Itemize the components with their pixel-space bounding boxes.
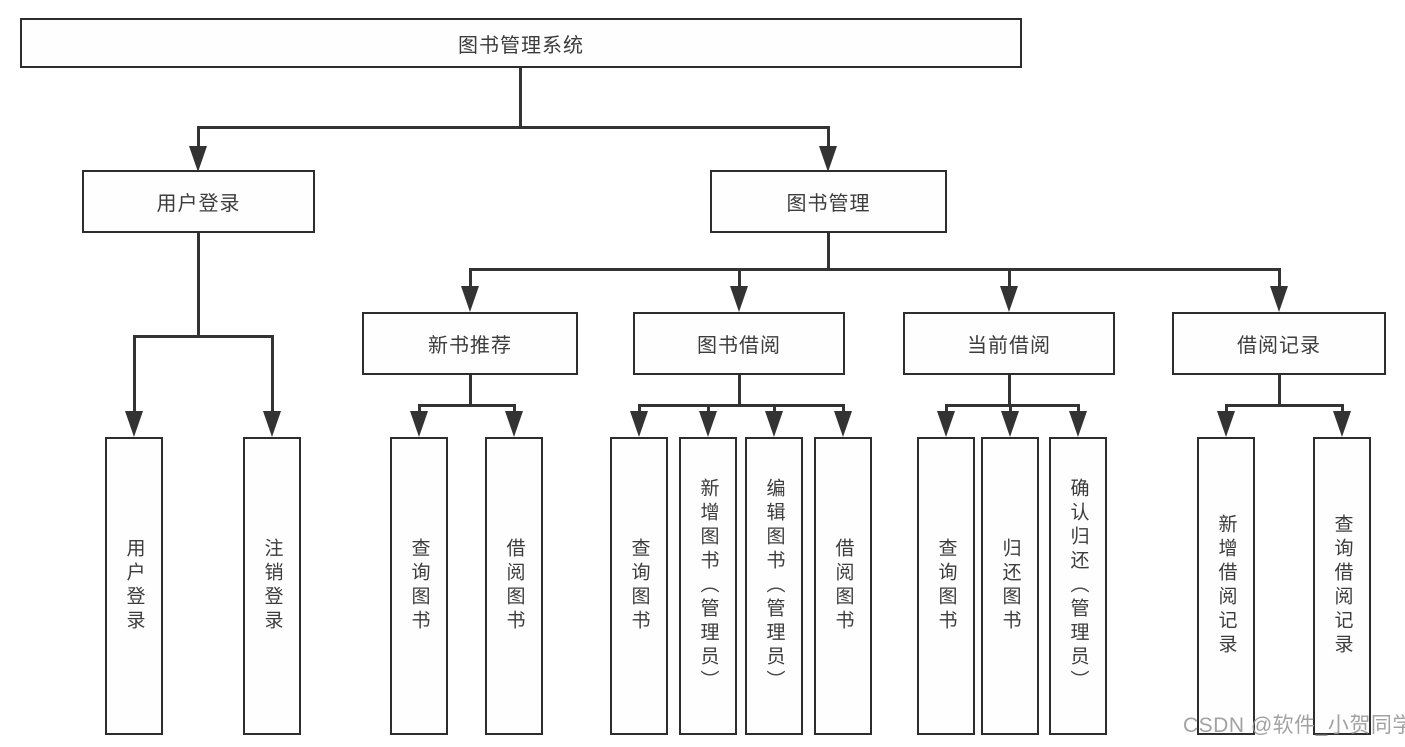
leaf-newbook-borrow: 借阅图书 — [485, 437, 543, 735]
leaf-records-add: 新增借阅记录 — [1197, 437, 1255, 735]
connector-line — [418, 404, 421, 412]
arrow-head — [505, 411, 523, 437]
connector-line — [638, 404, 641, 412]
arrow-head — [1001, 411, 1019, 437]
node-book-management: 图书管理 — [710, 170, 947, 233]
leaf-newbook-query: 查询图书 — [390, 437, 448, 735]
arrow-head — [263, 411, 281, 437]
connector-line — [707, 404, 710, 412]
arrow-head — [699, 411, 717, 437]
arrow-head — [630, 411, 648, 437]
connector-line — [418, 404, 516, 407]
node-root: 图书管理系统 — [20, 18, 1022, 68]
leaf-borrow-borrow-label: 借阅图书 — [832, 538, 854, 634]
arrow-head — [765, 411, 783, 437]
connector-line — [773, 404, 776, 412]
csdn-watermark: CSDN @软件_小贺同学 — [1183, 714, 1405, 737]
arrow-head — [125, 411, 143, 437]
connector-line — [945, 404, 948, 412]
arrow-head — [189, 146, 207, 172]
leaf-borrow-query: 查询图书 — [610, 437, 668, 735]
node-current-borrow-label: 当前借阅 — [967, 335, 1051, 357]
arrow-head — [1069, 411, 1087, 437]
connector-line — [1278, 375, 1281, 407]
connector-line — [1278, 268, 1281, 288]
leaf-current-confirm-return-admin: 确认归还（管理员） — [1049, 437, 1107, 735]
leaf-newbook-borrow-label: 借阅图书 — [503, 538, 525, 634]
connector-line — [1225, 404, 1228, 412]
node-user-login: 用户登录 — [82, 170, 315, 233]
leaf-current-query: 查询图书 — [917, 437, 975, 735]
connector-line — [197, 126, 200, 148]
leaf-records-query: 查询借阅记录 — [1313, 437, 1371, 735]
connector-line — [133, 335, 274, 338]
node-book-borrow: 图书借阅 — [633, 312, 845, 375]
arrow-head — [834, 411, 852, 437]
connector-line — [271, 335, 274, 411]
arrow-head — [1000, 286, 1018, 312]
connector-line — [197, 233, 200, 337]
node-book-borrow-label: 图书借阅 — [697, 335, 781, 357]
arrow-head — [730, 286, 748, 312]
node-current-borrow: 当前借阅 — [903, 312, 1115, 375]
arrow-head — [1333, 411, 1351, 437]
connector-line — [842, 404, 845, 412]
arrow-head — [1270, 286, 1288, 312]
connector-line — [197, 126, 830, 129]
node-borrow-records: 借阅记录 — [1172, 312, 1386, 375]
connector-line — [827, 126, 830, 148]
connector-line — [738, 268, 741, 288]
node-root-label: 图书管理系统 — [458, 34, 584, 57]
leaf-current-query-label: 查询图书 — [935, 538, 957, 634]
node-book-management-label: 图书管理 — [786, 193, 871, 215]
node-new-book-recommend-label: 新书推荐 — [428, 335, 512, 357]
connector-line — [469, 268, 472, 288]
connector-line — [945, 404, 1079, 407]
connector-line — [827, 233, 830, 271]
connector-line — [738, 375, 741, 407]
leaf-current-return-label: 归还图书 — [999, 538, 1021, 634]
node-new-book-recommend: 新书推荐 — [362, 312, 578, 375]
connector-line — [638, 404, 845, 407]
connector-line — [133, 335, 136, 411]
node-borrow-records-label: 借阅记录 — [1237, 335, 1321, 357]
connector-line — [1009, 404, 1012, 412]
node-user-login-label: 用户登录 — [156, 193, 241, 215]
leaf-user-login: 用户登录 — [105, 437, 163, 735]
leaf-user-login-label: 用户登录 — [123, 538, 145, 634]
connector-line — [469, 268, 1281, 271]
arrow-head — [461, 286, 479, 312]
connector-line — [469, 375, 472, 407]
leaf-borrow-add-admin-label: 新增图书（管理员） — [697, 478, 719, 694]
leaf-borrow-edit-admin: 编辑图书（管理员） — [745, 437, 803, 735]
leaf-borrow-edit-admin-label: 编辑图书（管理员） — [763, 478, 785, 694]
connector-line — [1008, 268, 1011, 288]
leaf-logout: 注销登录 — [243, 437, 301, 735]
arrow-head — [819, 146, 837, 172]
leaf-borrow-query-label: 查询图书 — [628, 538, 650, 634]
connector-line — [1341, 404, 1344, 412]
arrow-head — [1217, 411, 1235, 437]
arrow-head — [410, 411, 428, 437]
leaf-current-confirm-return-admin-label: 确认归还（管理员） — [1067, 478, 1089, 694]
leaf-records-query-label: 查询借阅记录 — [1331, 514, 1353, 658]
leaf-newbook-query-label: 查询图书 — [408, 538, 430, 634]
connector-line — [1225, 404, 1344, 407]
leaf-records-add-label: 新增借阅记录 — [1215, 514, 1237, 658]
connector-line — [1077, 404, 1080, 412]
connector-line — [513, 404, 516, 412]
arrow-head — [937, 411, 955, 437]
leaf-logout-label: 注销登录 — [261, 538, 283, 634]
leaf-borrow-borrow: 借阅图书 — [814, 437, 872, 735]
connector-line — [519, 68, 522, 126]
leaf-current-return: 归还图书 — [981, 437, 1039, 735]
leaf-borrow-add-admin: 新增图书（管理员） — [679, 437, 737, 735]
connector-line — [1008, 375, 1011, 407]
